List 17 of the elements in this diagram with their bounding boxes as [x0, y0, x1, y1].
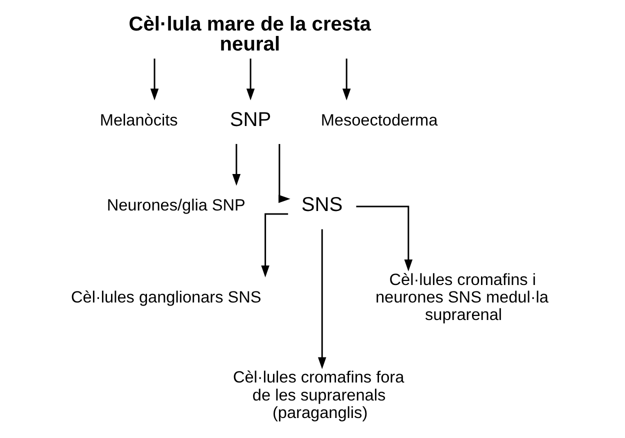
arrow	[278, 144, 290, 204]
arrow	[232, 144, 240, 186]
node-text: SNP	[229, 108, 271, 131]
arrow	[356, 206, 412, 272]
node-text: Neurones/glia SNP	[106, 196, 245, 215]
node-text: Cèl·lules cromafins i neurones SNS medul·la suprarenal	[374, 270, 548, 324]
node-text: Melanòcits	[99, 111, 178, 130]
arrow	[260, 213, 288, 278]
arrow	[317, 229, 326, 370]
arrow	[246, 58, 254, 100]
node-text: Cèl·lules ganglionars SNS	[70, 288, 261, 306]
node-text: Cèl·lula mare de la cresta neural	[128, 13, 370, 56]
arrow	[342, 58, 350, 100]
node-text: Cèl·lules cromafins fora de les suprarenals (paraganglis)	[232, 368, 404, 422]
node-text: Mesoectoderma	[320, 111, 438, 130]
arrow	[150, 58, 158, 100]
node-text: SNS	[300, 194, 342, 216]
